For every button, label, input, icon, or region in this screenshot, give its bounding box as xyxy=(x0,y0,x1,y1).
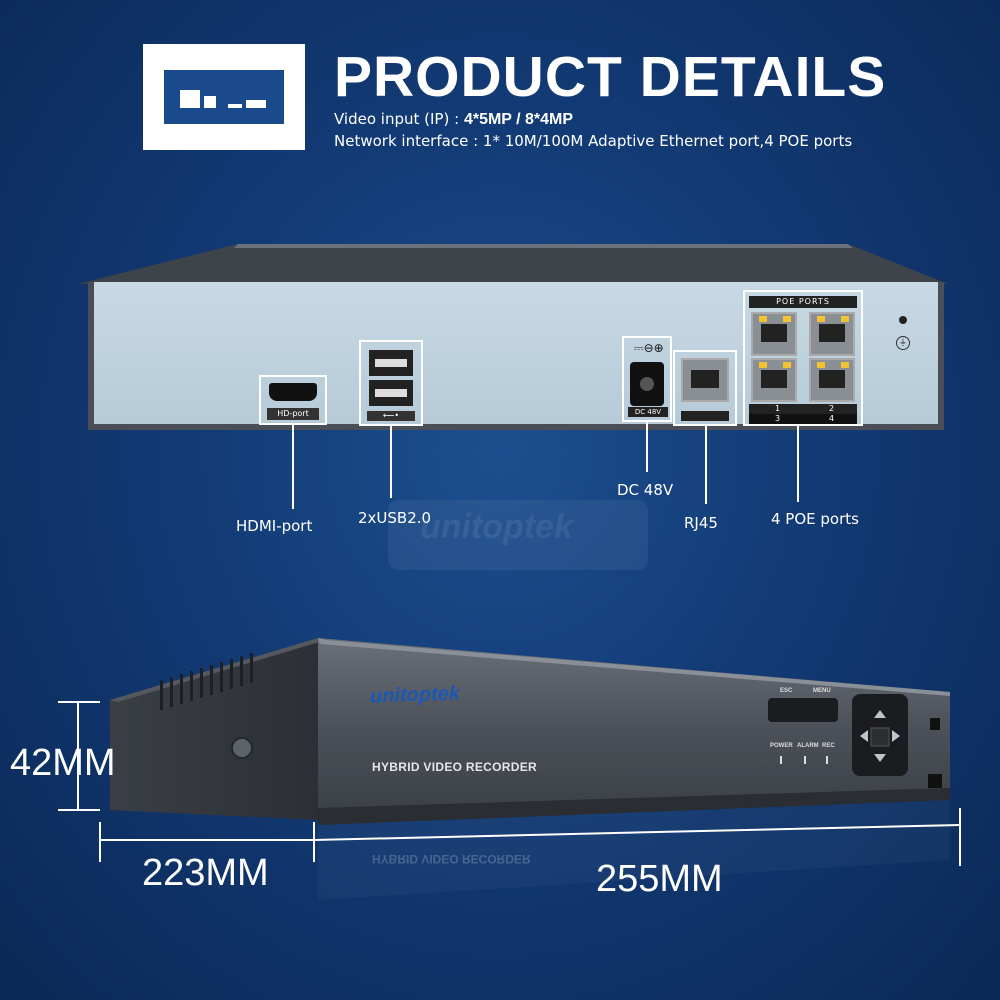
hdmi-label: HDMI-port xyxy=(236,517,313,535)
page-title: PRODUCT DETAILS xyxy=(334,45,887,109)
rj45-callout-line xyxy=(705,426,707,504)
video-input-spec: Video input (IP) : 4*5MP / 8*4MP xyxy=(334,110,573,129)
network-interface-value: 1* 10M/100M Adaptive Ethernet port,4 POE… xyxy=(482,132,853,150)
chart-bars-icon xyxy=(164,70,284,124)
usb-icon: ⟵• xyxy=(367,411,415,421)
dc-port-text: DC 48V xyxy=(628,407,668,417)
dimension-lines xyxy=(58,701,961,866)
network-interface-spec: Network interface : 1* 10M/100M Adaptive… xyxy=(334,132,852,150)
dc-power-port: ⎓⊖⊕ DC 48V xyxy=(622,336,672,422)
rear-top-cover xyxy=(78,244,948,284)
usb-ports: ⟵• xyxy=(359,340,423,426)
esc-label: ESC xyxy=(780,688,793,694)
model-label: HYBRID VIDEO RECORDER xyxy=(372,760,537,774)
watermark-logo: unitoptek xyxy=(420,508,573,546)
poe-header: POE PORTS xyxy=(749,296,857,308)
alarm-label: ALARM xyxy=(797,743,819,749)
usb-callout-line xyxy=(390,426,392,498)
width-dimension: 255MM xyxy=(596,858,723,900)
usb-label: 2xUSB2.0 xyxy=(358,509,432,527)
status-led xyxy=(899,316,907,324)
network-interface-label: Network interface : xyxy=(334,132,479,150)
poe-numbers-top: 1 2 xyxy=(749,404,857,414)
dc-label: DC 48V xyxy=(617,481,674,499)
rj45-port xyxy=(673,350,737,426)
ground-icon: ⏚ xyxy=(896,336,910,350)
video-input-value: 4*5MP / 8*4MP xyxy=(463,111,574,128)
power-label: POWER xyxy=(770,743,793,749)
video-input-label: Video input (IP) : xyxy=(334,110,460,128)
poe-label: 4 POE ports xyxy=(771,510,859,528)
poe-ports: POE PORTS 1 2 3 4 xyxy=(743,290,863,426)
dc-polarity-icon: ⎓⊖⊕ xyxy=(634,341,664,355)
poe-callout-line xyxy=(797,426,799,502)
network-icon xyxy=(681,411,729,421)
rj45-label: RJ45 xyxy=(684,514,718,532)
watermark xyxy=(388,500,648,570)
header-logo xyxy=(143,44,305,150)
menu-label: MENU xyxy=(813,688,831,694)
height-dimension: 42MM xyxy=(10,742,116,784)
hdmi-port: HD-port xyxy=(259,375,327,425)
hdmi-port-text: HD-port xyxy=(267,408,319,420)
nvr-front-view xyxy=(110,638,950,900)
dc-callout-line xyxy=(646,422,648,472)
depth-dimension: 223MM xyxy=(142,852,269,894)
poe-numbers-bottom: 3 4 xyxy=(749,414,857,424)
rec-label: REC xyxy=(822,743,835,749)
hdmi-callout-line xyxy=(292,425,294,509)
